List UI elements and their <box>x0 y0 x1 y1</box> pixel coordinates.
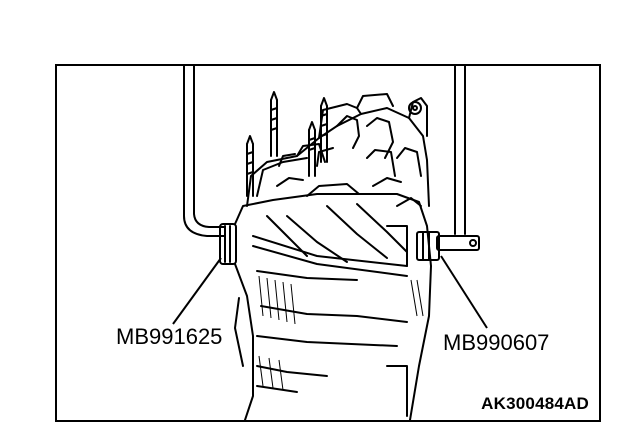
left-tool-bar <box>183 66 226 237</box>
housing-outline <box>234 193 432 420</box>
figure-code: AK300484AD <box>481 394 589 413</box>
callout-label-right: MB990607 <box>443 330 550 355</box>
diagram-frame: MB991625 MB990607 AK300484AD <box>55 64 601 422</box>
leader-line-right <box>440 255 488 329</box>
right-tool-bar <box>436 66 480 251</box>
studs <box>246 91 328 197</box>
left-adapter <box>219 223 237 265</box>
transmission-case-illustration <box>172 66 488 420</box>
callout-label-left: MB991625 <box>116 324 223 349</box>
leader-line-left <box>172 257 222 325</box>
